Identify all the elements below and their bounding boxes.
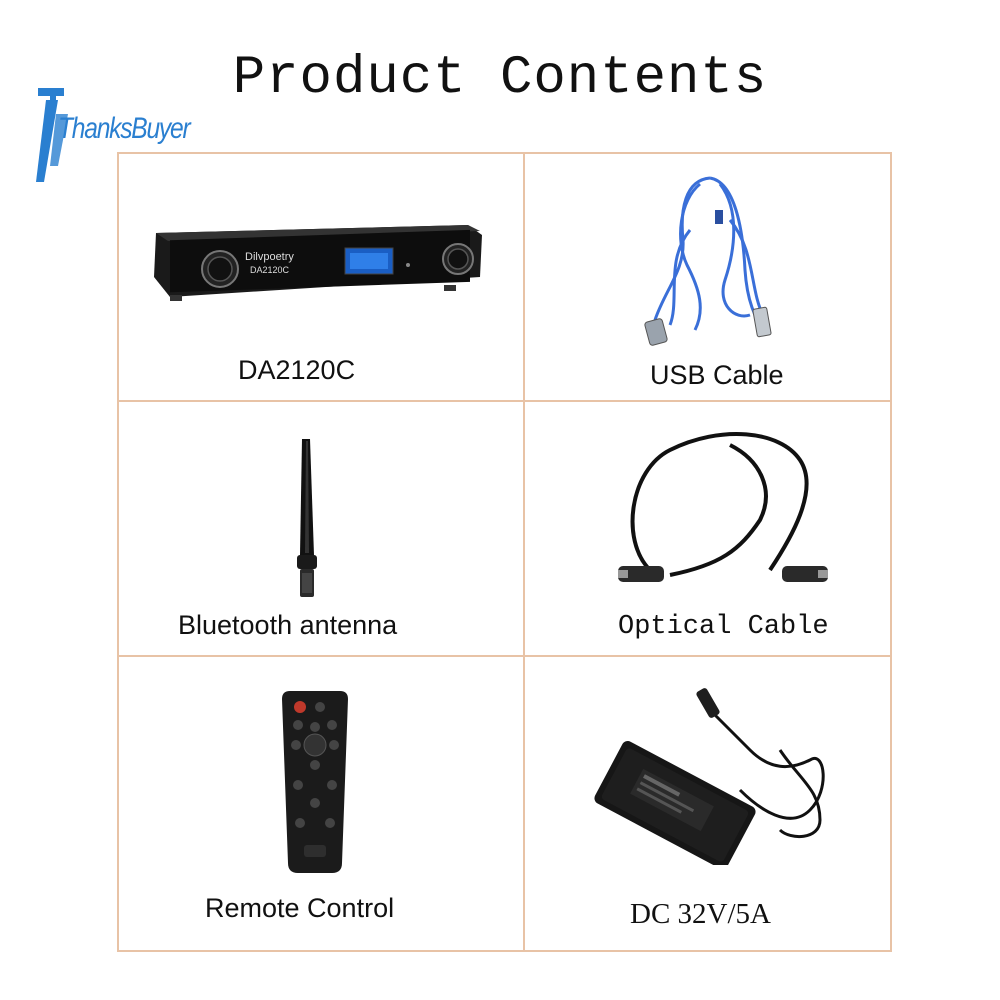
device-model-text: DA2120C (250, 265, 290, 275)
grid-divider-vertical (523, 152, 525, 952)
device-brand-text: Dilvpoetry (245, 251, 294, 263)
brand-logo-icon (36, 88, 68, 182)
grid-divider-row-1 (117, 400, 892, 402)
grid-divider-row-2 (117, 655, 892, 657)
item-label-dac: DA2120C (238, 355, 356, 385)
brand-name: ThanksBuyer (58, 112, 191, 145)
dac-amplifier-icon: Dilvpoetry DA2120C (154, 225, 482, 301)
page-title: Product Contents (232, 48, 768, 109)
item-label-remote-control: Remote Control (205, 893, 395, 923)
antenna-icon (297, 439, 317, 597)
item-label-optical-cable: Optical Cable (618, 612, 829, 642)
optical-cable-icon (618, 432, 828, 582)
item-label-power-adapter: DC 32V/5A (630, 898, 771, 930)
contents-grid (117, 152, 892, 952)
item-label-usb-cable: USB Cable (650, 360, 784, 390)
usb-cable-icon (644, 176, 772, 346)
remote-control-icon (282, 691, 348, 873)
power-adapter-icon (594, 688, 825, 865)
item-label-antenna: Bluetooth antenna (178, 610, 398, 640)
